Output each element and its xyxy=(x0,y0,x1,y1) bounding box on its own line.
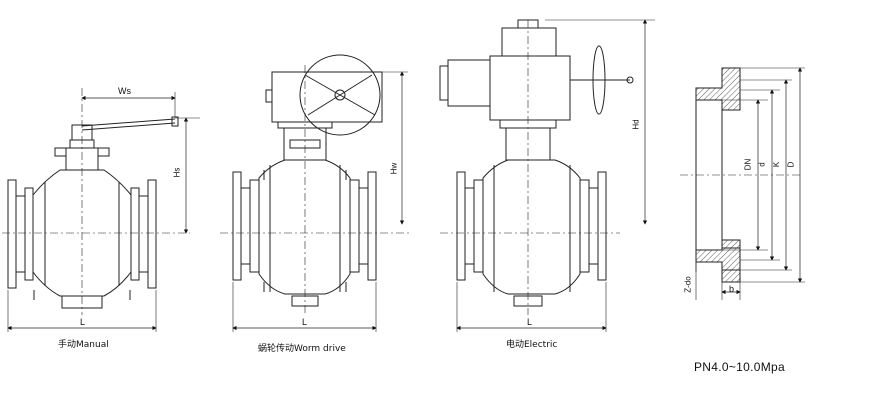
flange-section-view xyxy=(680,67,805,300)
worm-caption: 蜗轮传动Worm drive xyxy=(258,344,346,354)
electric-caption: 电动Electric xyxy=(506,340,558,350)
manual-dim-hs: Hs xyxy=(172,167,182,178)
flange-dim-d-outer: D xyxy=(786,161,796,168)
flange-dim-d-inner: d xyxy=(757,162,767,167)
flange-dim-k: K xyxy=(772,161,782,168)
flange-dim-dn: DN xyxy=(743,158,753,171)
manual-caption: 手动Manual xyxy=(58,340,109,350)
flange-dim-b: b xyxy=(729,284,735,294)
electric-dim-hd: Hd xyxy=(631,119,641,130)
worm-drive-valve-view xyxy=(220,54,410,332)
pressure-rating: PN4.0~10.0Mpa xyxy=(694,360,785,374)
worm-dim-hw: Hw xyxy=(389,162,399,175)
electric-dim-l: L xyxy=(527,317,533,327)
electric-valve-view xyxy=(439,19,655,332)
manual-valve-view xyxy=(2,88,200,332)
manual-dim-l: L xyxy=(80,317,86,327)
flange-dim-z-do: Z-do xyxy=(683,276,693,293)
manual-dim-ws: Ws xyxy=(118,86,131,96)
worm-dim-l: L xyxy=(302,317,308,327)
